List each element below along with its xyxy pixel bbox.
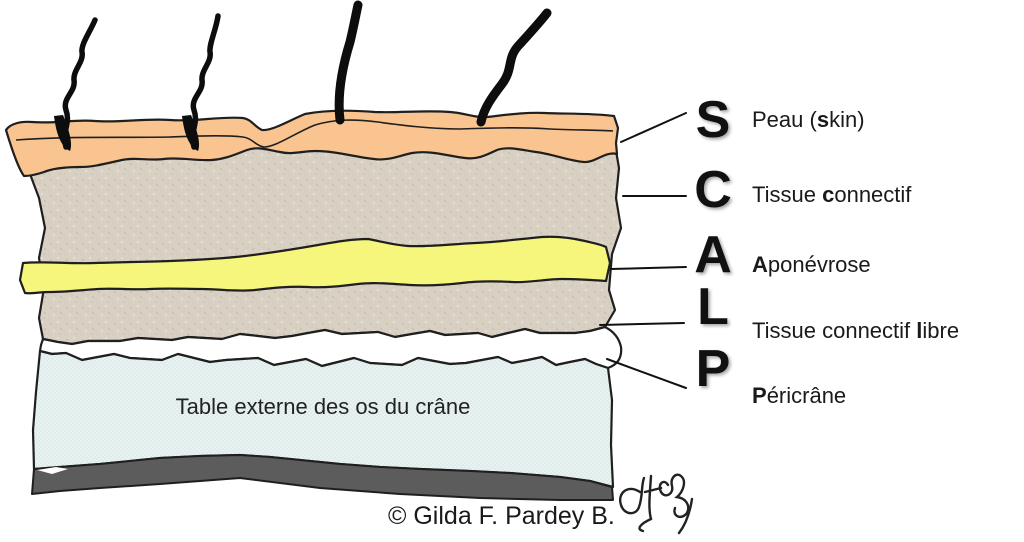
- hairs-group: [54, 0, 552, 151]
- copyright-credit: © Gilda F. Pardey B.: [388, 502, 615, 530]
- label-text: ibre: [922, 318, 960, 343]
- label-bold-letter: P: [752, 383, 767, 408]
- label-text: Peau (: [752, 107, 817, 132]
- base-layer-highlight: [37, 467, 68, 474]
- label-text: kin): [829, 107, 865, 132]
- skin-inner-contour-line: [15, 119, 614, 148]
- leader-line-p: [606, 358, 687, 389]
- label-text: éricrâne: [766, 383, 847, 408]
- label-aponevrose: Aponévrose: [752, 252, 871, 278]
- label-text: ponévrose: [767, 252, 871, 277]
- scalp-letter-p: P: [695, 340, 731, 398]
- leader-line-s: [620, 112, 687, 143]
- label-tissue-connectif-libre: Tissue connectif libre: [752, 318, 959, 344]
- skin-layer-shape: [4, 109, 620, 178]
- label-tissue-connectif: Tissue connectif: [752, 182, 911, 208]
- label-bold-letter: s: [816, 107, 830, 132]
- label-bold-letter: c: [822, 182, 835, 207]
- label-pericrane: Péricrâne: [752, 383, 846, 409]
- base-dark-layer-shape: [31, 454, 614, 501]
- bone-layer-caption: Table externe des os du crâne: [175, 394, 471, 419]
- label-bold-letter: A: [752, 252, 768, 277]
- label-text: Tissue: [752, 182, 823, 207]
- label-bold-letter: l: [916, 318, 923, 343]
- leader-lines-group: [599, 112, 687, 389]
- aponevrose-layer-shape: [18, 235, 612, 295]
- leader-line-l: [599, 322, 685, 326]
- label-peau-skin: Peau (skin): [752, 107, 865, 133]
- hair-icon: [189, 13, 221, 150]
- scalp-letter-s: S: [695, 91, 731, 149]
- hair-icon: [334, 0, 363, 125]
- signature-icon: [618, 473, 694, 535]
- leader-line-a: [610, 266, 687, 270]
- label-text: Tissue connectif: [752, 318, 917, 343]
- hair-icon: [61, 17, 98, 150]
- label-text: onnectif: [834, 182, 912, 207]
- scalp-letter-c: C: [694, 161, 732, 219]
- scalp-letter-a: A: [694, 226, 732, 284]
- scalp-letter-l: L: [697, 278, 729, 336]
- hair-icon: [476, 8, 552, 127]
